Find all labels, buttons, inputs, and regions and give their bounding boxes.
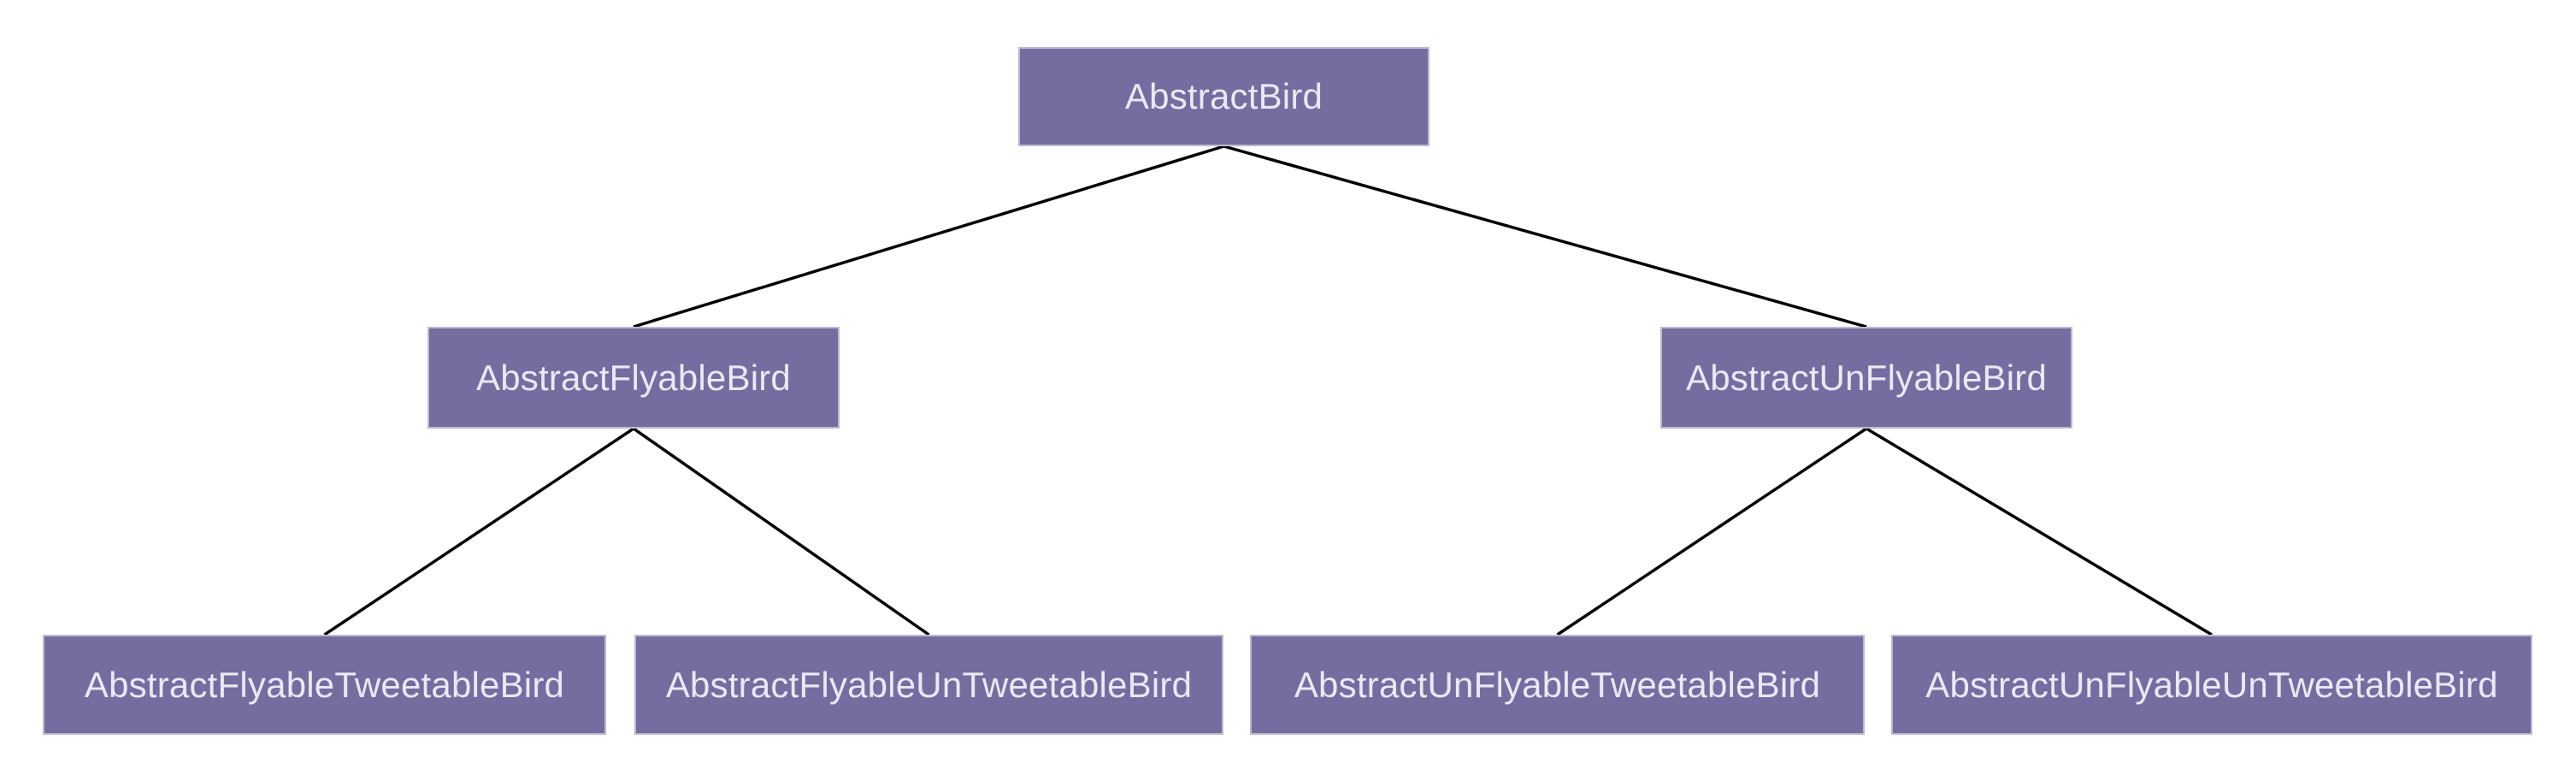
tree-node-label: AbstractUnFlyableTweetableBird <box>1294 664 1821 705</box>
edge-root-to-unflyable <box>1223 145 1867 328</box>
tree-node-label: AbstractFlyableTweetableBird <box>84 664 565 705</box>
tree-node-flyable: AbstractFlyableBird <box>427 327 840 429</box>
edge-unflyable-to-unflyable-tweetable <box>1556 427 1867 636</box>
tree-node-flyable-untweetable: AbstractFlyableUnTweetableBird <box>634 635 1223 735</box>
edge-flyable-to-flyable-untweetable <box>632 427 930 636</box>
tree-node-label: AbstractUnFlyableBird <box>1685 357 2048 398</box>
tree-node-unflyable-tweetable: AbstractUnFlyableTweetableBird <box>1250 635 1865 735</box>
edge-unflyable-to-unflyable-untweetable <box>1866 427 2213 636</box>
tree-node-label: AbstractBird <box>1124 76 1323 116</box>
tree-node-root: AbstractBird <box>1018 47 1429 146</box>
tree-node-unflyable: AbstractUnFlyableBird <box>1660 327 2072 429</box>
edge-root-to-flyable <box>633 145 1225 328</box>
tree-node-label: AbstractFlyableUnTweetableBird <box>665 664 1193 705</box>
tree-node-unflyable-untweetable: AbstractUnFlyableUnTweetableBird <box>1891 635 2532 735</box>
edge-flyable-to-flyable-tweetable <box>323 427 634 636</box>
tree-node-label: AbstractFlyableBird <box>476 357 791 398</box>
tree-node-flyable-tweetable: AbstractFlyableTweetableBird <box>43 635 606 735</box>
tree-node-label: AbstractUnFlyableUnTweetableBird <box>1925 664 2498 705</box>
